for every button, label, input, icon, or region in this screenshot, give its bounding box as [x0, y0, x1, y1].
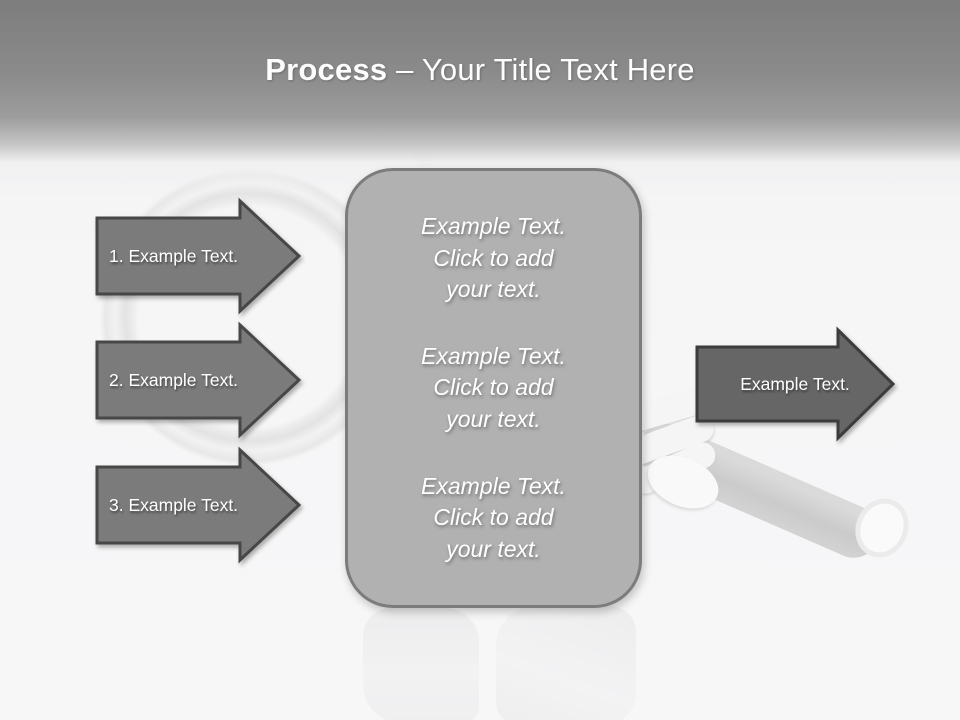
title-emphasis: Process [265, 52, 388, 87]
arrow-shape [95, 321, 302, 439]
step-arrow-1[interactable]: 1. Example Text. [95, 197, 302, 315]
box-text-block[interactable]: Example Text. Click to add your text. [421, 472, 566, 562]
arrow-polygon [695, 326, 896, 442]
header-band [0, 0, 960, 196]
step-arrow-3-label: 3. Example Text. [109, 494, 239, 515]
slide-title[interactable]: Process – Your Title Text Here [0, 52, 960, 88]
title-rest: Your Title Text Here [421, 52, 695, 87]
output-arrow-label: Example Text. [740, 373, 850, 394]
title-separator: – [396, 52, 414, 87]
arrow-polygon [95, 321, 302, 439]
figure-right-leg-icon [496, 606, 636, 720]
step-arrow-3[interactable]: 3. Example Text. [95, 446, 302, 564]
arrow-shape [95, 197, 302, 315]
arrow-polygon [95, 197, 302, 315]
output-arrow[interactable]: Example Text. [695, 326, 896, 442]
box-text-block[interactable]: Example Text. Click to add your text. [421, 342, 566, 432]
step-arrow-2-label: 2. Example Text. [109, 369, 239, 390]
arrow-polygon [95, 446, 302, 564]
arrow-shape [95, 446, 302, 564]
box-text-block[interactable]: Example Text. Click to add your text. [421, 213, 566, 302]
center-text-box[interactable]: Example Text. Click to add your text. Ex… [345, 168, 642, 608]
arrow-shape [695, 326, 896, 442]
figure-left-leg-icon [363, 608, 479, 720]
step-arrow-1-label: 1. Example Text. [109, 245, 239, 266]
step-arrow-2[interactable]: 2. Example Text. [95, 321, 302, 439]
